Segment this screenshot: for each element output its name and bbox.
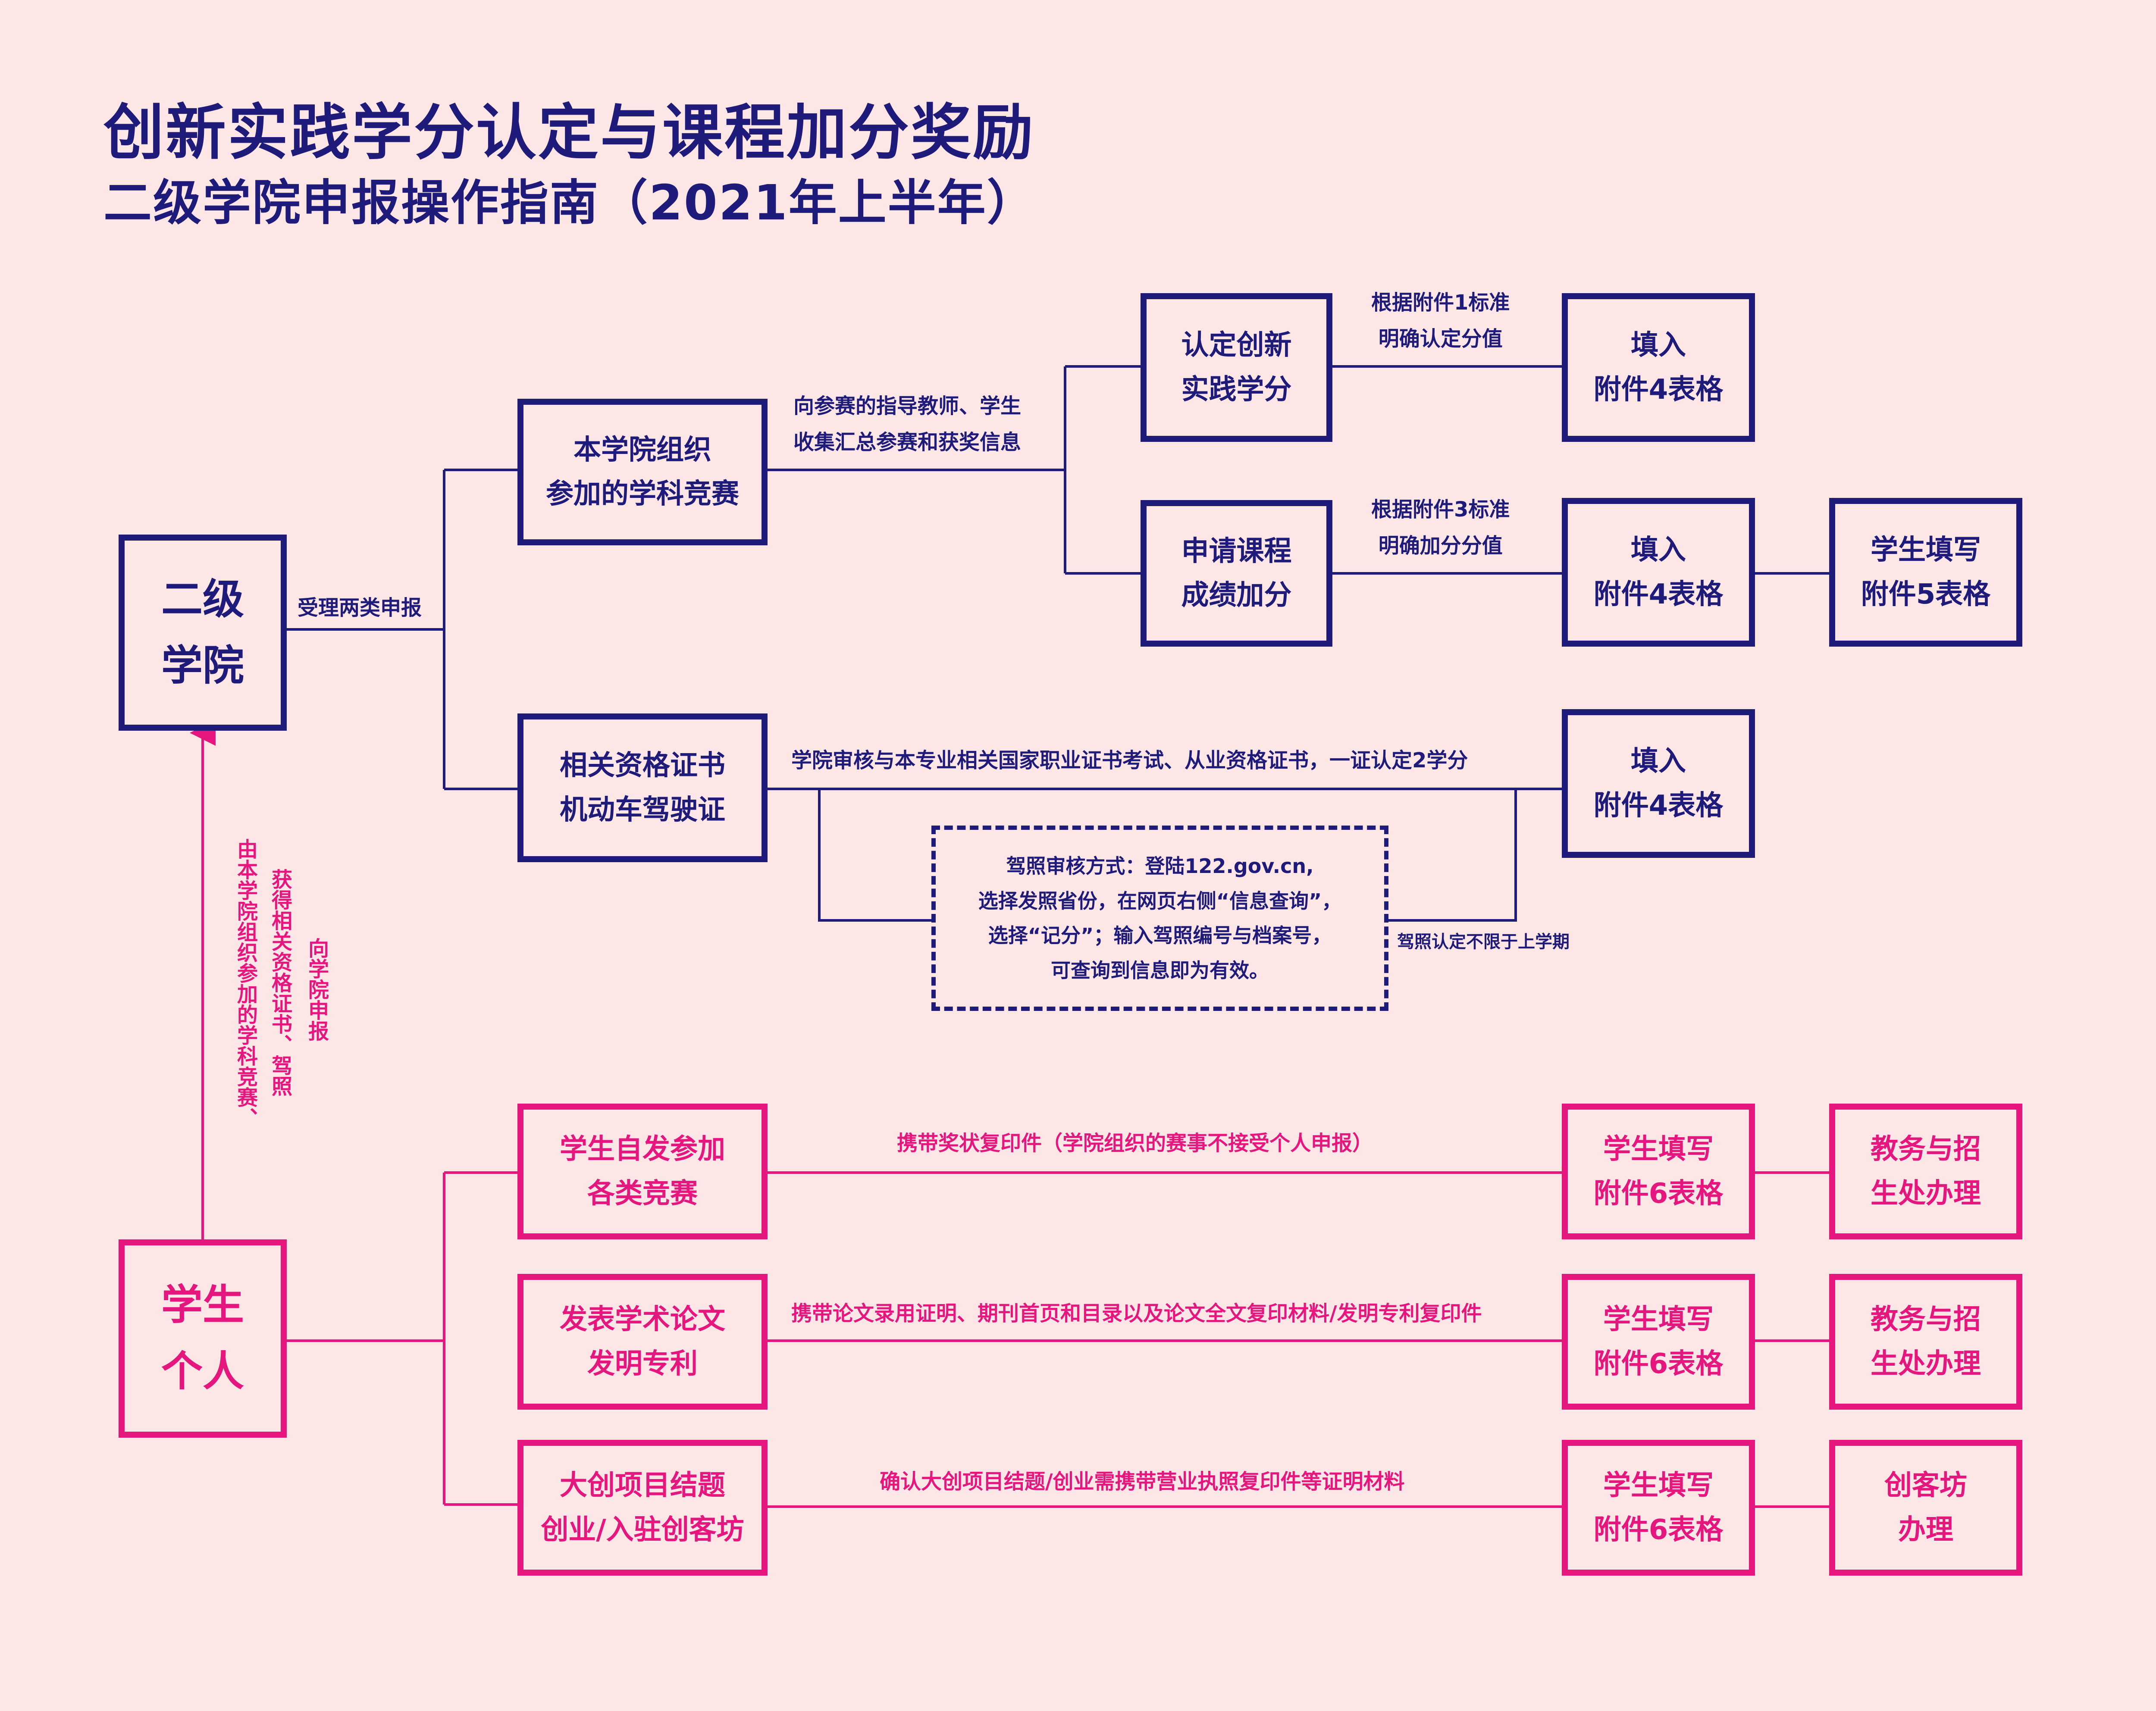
project-materials-label: 确认大创项目结题/创业需携带营业执照复印件等证明材料 [880, 1470, 1405, 1494]
paper-materials-label: 携带论文录用证明、期刊首页和目录以及论文全文复印材料/发明专利复印件 [791, 1301, 1482, 1326]
collect-info-label: 向参赛的指导教师、学生 收集汇总参赛和获奖信息 [793, 388, 1021, 460]
academic-office-node-a: 教务与招 生处办理 [1829, 1104, 2022, 1239]
credit-recognition-node: 认定创新 实践学分 [1141, 293, 1332, 442]
report-column-2: 获得相关资格证书、驾照 [268, 869, 292, 1096]
student-form5-line-2: 附件5表格 [1861, 578, 1991, 610]
annex1-standard-label: 根据附件1标准 明确认定分值 [1371, 285, 1510, 357]
accept-two-types-label: 受理两类申报 [298, 596, 422, 620]
course-bonus-line-1: 申请课程 [1181, 535, 1292, 567]
org-competition-node: 本学院组织 参加的学科竞赛 [517, 399, 768, 545]
fill-form4-c-line-1: 填入 [1631, 745, 1686, 778]
course-bonus-node: 申请课程 成绩加分 [1141, 500, 1332, 647]
academic-office-b-line-2: 生处办理 [1871, 1348, 1981, 1380]
certificate-line-1: 相关资格证书 [560, 750, 725, 782]
student-line-1: 学生 [161, 1281, 244, 1329]
paper-patent-line-1: 发表学术论文 [560, 1304, 725, 1336]
academic-office-node-b: 教务与招 生处办理 [1829, 1274, 2022, 1410]
paper-patent-node: 发表学术论文 发明专利 [517, 1274, 768, 1410]
college-line-1: 二级 [161, 575, 244, 623]
student-form6-node-a: 学生填写 附件6表格 [1562, 1104, 1755, 1239]
license-note-line-1: 驾照审核方式：登陆122.gov.cn, [1006, 854, 1314, 878]
report-column-1: 由本学院组织参加的学科竞赛、 [233, 838, 257, 1128]
org-competition-line-2: 参加的学科竞赛 [546, 478, 739, 510]
academic-office-a-line-1: 教务与招 [1871, 1133, 1981, 1166]
innovation-project-line-2: 创业/入驻创客坊 [541, 1514, 744, 1546]
maker-space-node: 创客坊 办理 [1829, 1440, 2022, 1576]
collect-info-line-1: 向参赛的指导教师、学生 [793, 394, 1022, 418]
credit-recognition-line-1: 认定创新 [1181, 329, 1292, 362]
fill-form4-node-b: 填入 附件4表格 [1562, 498, 1755, 647]
student-form6-c-line-1: 学生填写 [1603, 1470, 1714, 1502]
student-form6-c-line-2: 附件6表格 [1593, 1514, 1724, 1546]
fill-form4-a-line-2: 附件4表格 [1593, 373, 1724, 406]
academic-office-b-line-1: 教务与招 [1871, 1304, 1981, 1336]
annex3-standard-line-1: 根据附件3标准 [1371, 497, 1510, 522]
credit-recognition-line-2: 实践学分 [1181, 373, 1292, 406]
license-note-line-3: 选择“记分”；输入驾照编号与档案号， [988, 924, 1332, 947]
student-form6-node-b: 学生填写 附件6表格 [1562, 1274, 1755, 1410]
self-competition-line-1: 学生自发参加 [560, 1133, 725, 1166]
student-form6-b-line-1: 学生填写 [1603, 1304, 1714, 1336]
certificate-line-2: 机动车驾驶证 [560, 794, 725, 826]
self-competition-line-2: 各类竞赛 [587, 1177, 698, 1210]
fill-form4-b-line-2: 附件4表格 [1593, 578, 1724, 610]
annex3-standard-label: 根据附件3标准 明确加分分值 [1371, 491, 1510, 564]
college-line-2: 学院 [161, 641, 244, 690]
annex3-standard-line-2: 明确加分分值 [1378, 534, 1503, 558]
maker-space-line-1: 创客坊 [1884, 1470, 1967, 1502]
fill-form4-c-line-2: 附件4表格 [1593, 789, 1724, 822]
student-form5-line-1: 学生填写 [1871, 534, 1981, 566]
award-copy-label: 携带奖状复印件（学院组织的赛事不接受个人申报） [897, 1131, 1373, 1155]
cert-review-label: 学院审核与本专业相关国家职业证书考试、从业资格证书，一证认定2学分 [791, 748, 1468, 773]
fill-form4-a-line-1: 填入 [1631, 329, 1686, 362]
fill-form4-node-a: 填入 附件4表格 [1562, 293, 1755, 442]
license-review-note: 驾照审核方式：登陆122.gov.cn, 选择发照省份，在网页右侧“信息查询”，… [931, 826, 1388, 1011]
student-form5-node: 学生填写 附件5表格 [1829, 498, 2022, 647]
license-unlimited-label: 驾照认定不限于上学期 [1397, 932, 1570, 952]
student-node: 学生 个人 [119, 1239, 287, 1438]
student-line-2: 个人 [161, 1347, 244, 1395]
student-form6-a-line-2: 附件6表格 [1593, 1177, 1724, 1210]
course-bonus-line-2: 成绩加分 [1181, 579, 1292, 611]
self-competition-node: 学生自发参加 各类竞赛 [517, 1104, 768, 1239]
report-column-3: 向学院申报 [304, 938, 329, 1041]
innovation-project-line-1: 大创项目结题 [560, 1470, 725, 1502]
paper-patent-line-2: 发明专利 [587, 1348, 698, 1380]
innovation-project-node: 大创项目结题 创业/入驻创客坊 [517, 1440, 768, 1576]
student-form6-a-line-1: 学生填写 [1603, 1133, 1714, 1166]
maker-space-line-2: 办理 [1898, 1514, 1953, 1546]
page-subtitle: 二级学院申报操作指南（2021年上半年） [103, 175, 1037, 231]
student-form6-node-c: 学生填写 附件6表格 [1562, 1440, 1755, 1576]
student-form6-b-line-2: 附件6表格 [1593, 1348, 1724, 1380]
annex1-standard-line-1: 根据附件1标准 [1371, 291, 1510, 315]
page-title: 创新实践学分认定与课程加分奖励 [103, 98, 1035, 168]
collect-info-line-2: 收集汇总参赛和获奖信息 [793, 430, 1022, 454]
license-note-line-2: 选择发照省份，在网页右侧“信息查询”， [978, 889, 1342, 913]
college-node: 二级 学院 [119, 535, 287, 731]
org-competition-line-1: 本学院组织 [573, 434, 711, 466]
certificate-node: 相关资格证书 机动车驾驶证 [517, 713, 768, 862]
license-note-line-4: 可查询到信息即为有效。 [1051, 958, 1269, 982]
annex1-standard-line-2: 明确认定分值 [1378, 327, 1503, 351]
fill-form4-node-c: 填入 附件4表格 [1562, 709, 1755, 858]
fill-form4-b-line-1: 填入 [1631, 534, 1686, 566]
academic-office-a-line-2: 生处办理 [1871, 1177, 1981, 1210]
